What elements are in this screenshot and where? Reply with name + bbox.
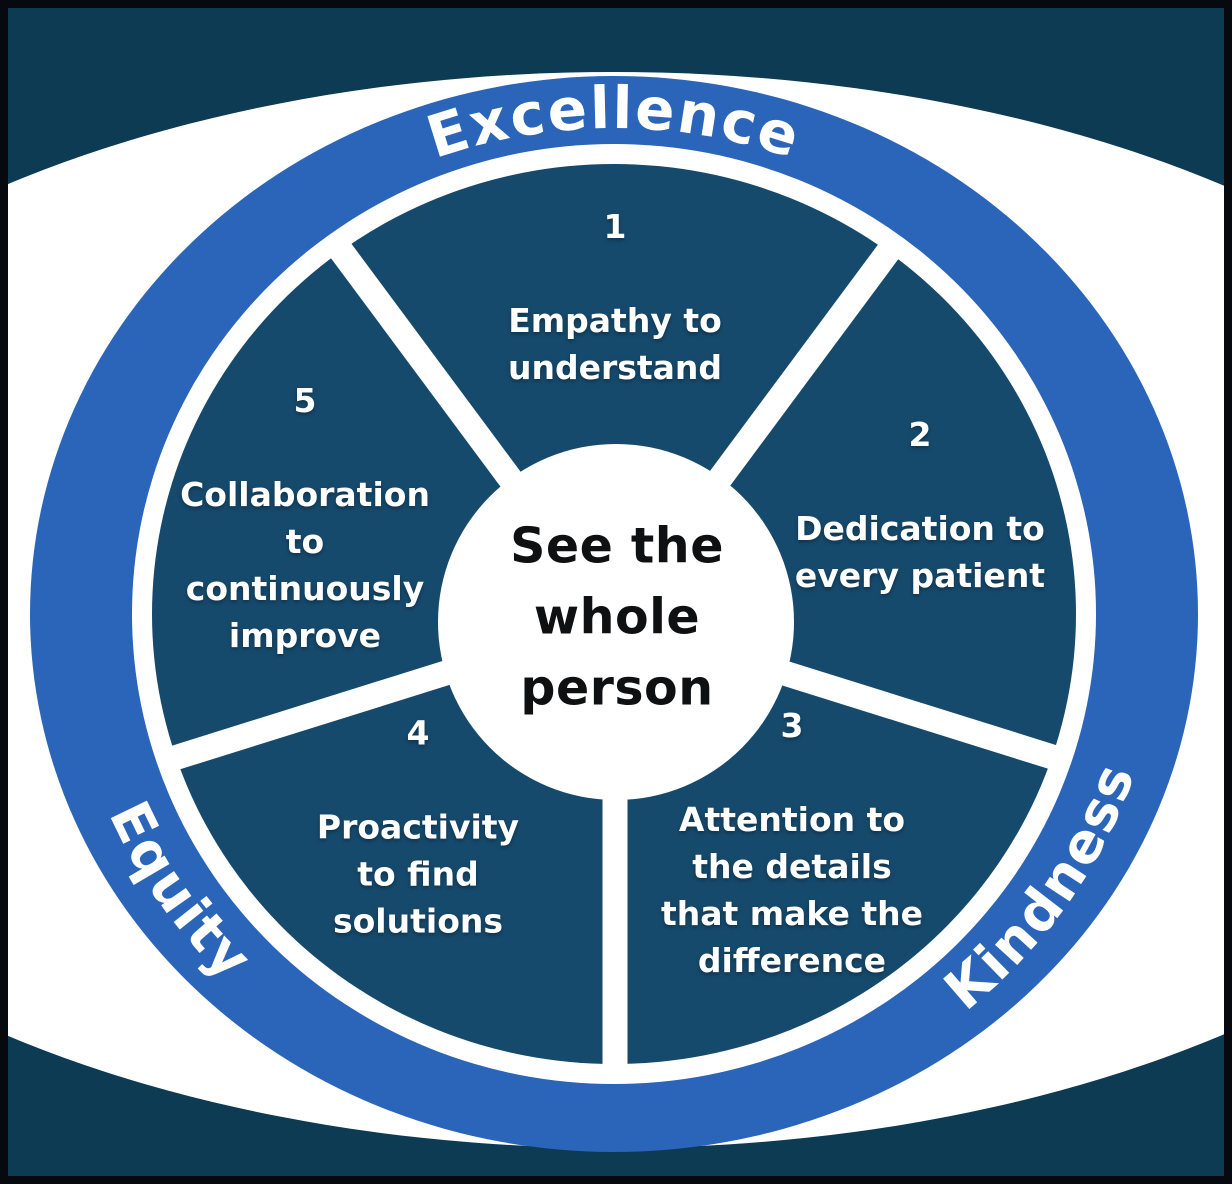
center-circle — [438, 444, 794, 800]
